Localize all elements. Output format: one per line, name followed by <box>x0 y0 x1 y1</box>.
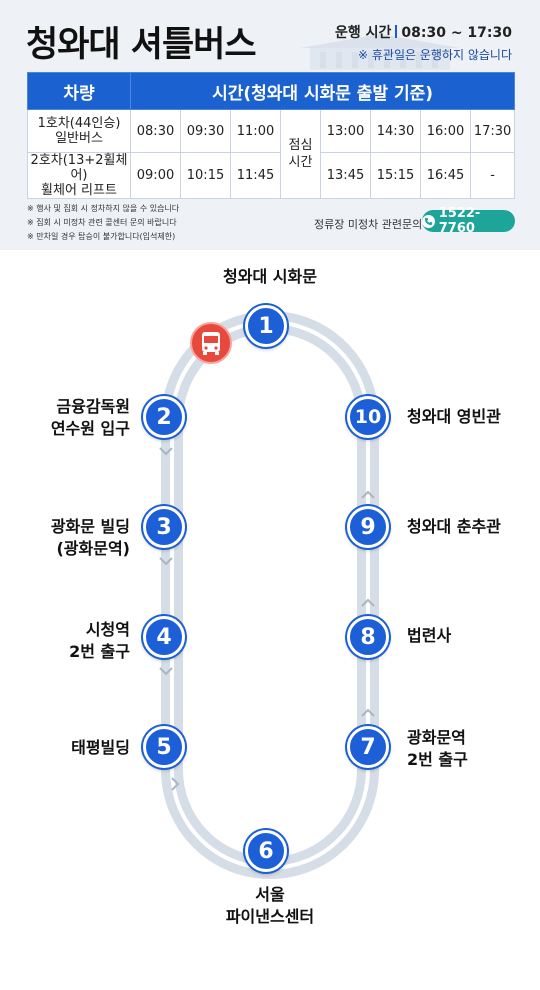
time-cell: 09:00 <box>130 152 181 199</box>
stop-2-marker[interactable]: 2 <box>143 396 185 438</box>
stop-name: 청와대 영빈관 <box>407 407 501 426</box>
notice-item: ※ 집회 시 미정차 관련 콜센터 문의 바랍니다 <box>27 218 177 227</box>
stop-4-label: 시청역 2번 출구 <box>20 619 130 663</box>
stop-9-label: 청와대 춘추관 <box>407 516 532 538</box>
time-cell: 16:45 <box>420 152 471 199</box>
stop-name-sub: 2번 출구 <box>407 750 468 769</box>
stop-1-label: 청와대 시화문 <box>190 266 350 288</box>
lunch-break-cell: 점심 시간 <box>280 109 321 199</box>
operating-hours: 운행 시간 08:30 ~ 17:30 <box>335 22 512 42</box>
bus-icon <box>202 332 220 355</box>
stop-5-marker[interactable]: 5 <box>143 726 185 768</box>
column-header-vehicle: 차량 <box>27 72 131 110</box>
schedule-table: 차량 시간(청와대 시화문 출발 기준) 1호차(44인승) 일반버스 08:3… <box>27 72 516 199</box>
time-cell: 15:15 <box>370 152 421 199</box>
stop-3-marker[interactable]: 3 <box>143 506 185 548</box>
phone-button[interactable]: 1522-7760 <box>422 206 515 236</box>
building-illustration <box>300 34 460 70</box>
vehicle-cell: 1호차(44인승) 일반버스 <box>27 109 131 153</box>
stop-4-marker[interactable]: 4 <box>143 616 185 658</box>
table-header-row: 차량 시간(청와대 시화문 출발 기준) <box>27 72 516 110</box>
notice-item: ※ 행사 및 집회 시 정차하지 않을 수 있습니다 <box>27 204 180 213</box>
stop-6-label: 서울 파이낸스센터 <box>190 884 350 928</box>
stop-8-label: 법련사 <box>407 625 527 647</box>
page-title: 청와대 셔틀버스 <box>26 25 257 65</box>
stop-7-label: 광화문역 2번 출구 <box>407 727 527 771</box>
contact-label: 정류장 미정차 관련문의 <box>314 218 423 231</box>
stop-name: 청와대 춘추관 <box>407 517 501 536</box>
stop-8-marker[interactable]: 8 <box>347 616 389 658</box>
stop-10-label: 청와대 영빈관 <box>407 406 532 428</box>
stop-6-marker[interactable]: 6 <box>245 830 287 872</box>
stop-3-label: 광화문 빌딩 (광화문역) <box>20 516 130 560</box>
stop-5-label: 태평빌딩 <box>20 737 130 759</box>
time-cell: 16:00 <box>420 109 471 153</box>
phone-number: 1522-7760 <box>438 206 481 236</box>
vehicle-cell: 2호차(13+2휠체어) 휠체어 리프트 <box>27 152 131 199</box>
hours-value: 08:30 ~ 17:30 <box>401 25 512 41</box>
vehicle-type: 일반버스 <box>55 131 103 146</box>
time-cell: 17:30 <box>469 109 516 153</box>
time-cell: 14:30 <box>370 109 421 153</box>
stop-10-marker[interactable]: 10 <box>347 396 389 438</box>
time-cell: 08:30 <box>130 109 181 153</box>
table-row: 2호차(13+2휠체어) 휠체어 리프트 09:00 10:15 11:45 1… <box>27 152 516 199</box>
time-cell: 10:15 <box>180 152 231 199</box>
stop-name: 시청역 <box>85 620 130 639</box>
time-cell: 13:45 <box>320 152 371 199</box>
divider <box>395 25 398 38</box>
bus-marker <box>190 322 232 364</box>
vehicle-type: 휠체어 리프트 <box>41 183 117 198</box>
hours-label: 운행 시간 <box>334 25 392 41</box>
time-cell: 13:00 <box>320 109 371 153</box>
vehicle-name: 1호차(44인승) <box>37 116 121 131</box>
stop-2-label: 금융감독원 연수원 입구 <box>20 396 130 440</box>
time-cell: - <box>469 152 516 199</box>
time-cell: 11:45 <box>230 152 281 199</box>
stop-9-marker[interactable]: 9 <box>347 506 389 548</box>
phone-icon <box>422 214 435 228</box>
stop-name-sub: 연수원 입구 <box>50 419 130 438</box>
stop-name: 태평빌딩 <box>71 738 130 757</box>
stop-name: 청와대 시화문 <box>223 267 317 286</box>
stop-name-sub: 2번 출구 <box>69 642 130 661</box>
stop-7-marker[interactable]: 7 <box>347 726 389 768</box>
lunch-label-line1: 점심 <box>288 138 313 153</box>
stop-name-sub: (광화문역) <box>56 539 130 558</box>
time-cell: 09:30 <box>180 109 231 153</box>
lunch-label-line2: 시간 <box>288 155 313 170</box>
stop-name: 법련사 <box>407 626 452 645</box>
vehicle-name: 2호차(13+2휠체어) <box>30 153 128 183</box>
stop-name-sub: 파이낸스센터 <box>225 907 315 926</box>
stop-name: 금융감독원 <box>56 397 130 416</box>
stop-1-marker[interactable]: 1 <box>245 305 287 347</box>
notice-list: ※ 행사 및 집회 시 정차하지 않을 수 있습니다 ※ 집회 시 미정차 관련… <box>27 202 179 244</box>
time-cell: 11:00 <box>230 109 281 153</box>
notice-item: ※ 만차일 경우 탑승이 불가합니다(입석제한) <box>27 232 176 241</box>
column-header-time: 시간(청와대 시화문 출발 기준) <box>129 72 516 110</box>
holiday-note: ※ 휴관일은 운행하지 않습니다 <box>358 48 512 62</box>
table-row: 1호차(44인승) 일반버스 08:30 09:30 11:00 점심 시간 1… <box>27 109 516 199</box>
stop-name: 광화문 빌딩 <box>50 517 130 536</box>
stop-name: 서울 <box>255 885 285 904</box>
stop-name: 광화문역 <box>407 728 466 747</box>
